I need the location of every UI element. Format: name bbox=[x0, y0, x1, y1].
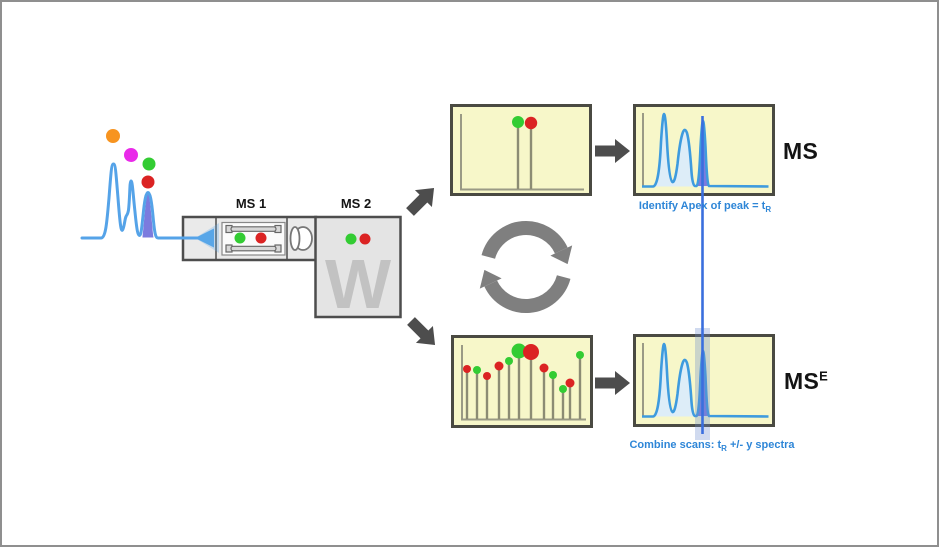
marker-dot bbox=[549, 371, 557, 379]
ms-output-label: MS bbox=[783, 138, 819, 164]
w-logo: W bbox=[325, 245, 391, 323]
mass-spec-instrument: W bbox=[181, 215, 402, 323]
marker-dot bbox=[463, 365, 471, 373]
mse-caption-subscript: R bbox=[721, 444, 727, 454]
selected-peak-fill bbox=[142, 193, 154, 238]
axis bbox=[460, 114, 584, 191]
mse-caption-text-post: +/- y spectra bbox=[726, 439, 795, 451]
quadrupole-rods bbox=[221, 221, 286, 256]
esi-spray-icon bbox=[195, 223, 219, 253]
ms2-housing bbox=[314, 215, 402, 319]
marker-dot bbox=[345, 233, 357, 245]
marker-dot bbox=[255, 232, 267, 244]
marker-dot bbox=[142, 157, 156, 171]
arrow-ms-output bbox=[595, 139, 630, 163]
marker-dot bbox=[565, 378, 575, 388]
marker-dot bbox=[124, 148, 138, 162]
marker-dot bbox=[141, 175, 155, 189]
marker-dot bbox=[523, 344, 539, 360]
marker-dot bbox=[505, 357, 513, 365]
cycle-arrows-icon bbox=[479, 221, 573, 313]
mse-output-base: MS bbox=[784, 368, 820, 394]
mse-output-label: MSE bbox=[784, 368, 828, 395]
marker-dot bbox=[473, 366, 481, 374]
collision-cell-icon bbox=[289, 226, 313, 251]
ms1-precursor-dots bbox=[234, 232, 267, 244]
marker-dot bbox=[511, 343, 527, 359]
marker-dot bbox=[359, 233, 371, 245]
marker-dot bbox=[512, 116, 524, 128]
high-energy-spectrum-panel bbox=[451, 335, 593, 428]
mse-caption: Combine scans: tR +/- y spectra bbox=[629, 439, 794, 453]
marker-dot bbox=[494, 361, 504, 371]
high-energy-sticks bbox=[463, 343, 584, 419]
marker-dot bbox=[559, 385, 567, 393]
ms-caption-subscript: R bbox=[765, 205, 772, 215]
sample-chromatogram bbox=[80, 129, 200, 240]
ms-caption: Identify Apex of peak = tR bbox=[639, 200, 771, 214]
marker-dot bbox=[106, 129, 120, 143]
ms2-precursor-dots bbox=[345, 233, 371, 245]
marker-dot bbox=[524, 116, 538, 130]
mse-caption-text: Combine scans: t bbox=[629, 439, 722, 451]
marker-dot bbox=[576, 351, 584, 359]
ms2-label: MS 2 bbox=[340, 196, 372, 211]
low-energy-sticks bbox=[512, 116, 538, 189]
low-energy-spectrum-panel bbox=[450, 104, 592, 196]
arrow-to-low-energy bbox=[406, 187, 435, 216]
sample-component-dots bbox=[106, 129, 156, 189]
axis bbox=[461, 345, 586, 421]
ms-chromatogram-panel bbox=[633, 104, 775, 196]
mse-output-superscript: E bbox=[819, 368, 829, 384]
marker-dot bbox=[483, 372, 491, 380]
ms-caption-text: Identify Apex of peak = t bbox=[638, 200, 766, 212]
sample-trace bbox=[80, 162, 200, 240]
arrow-mse-output bbox=[595, 371, 630, 395]
ms1-label: MS 1 bbox=[235, 196, 267, 211]
marker-dot bbox=[234, 232, 246, 244]
marker-dot bbox=[539, 363, 549, 373]
arrow-to-high-energy bbox=[407, 317, 436, 346]
mse-chromatogram-panel bbox=[633, 328, 775, 440]
